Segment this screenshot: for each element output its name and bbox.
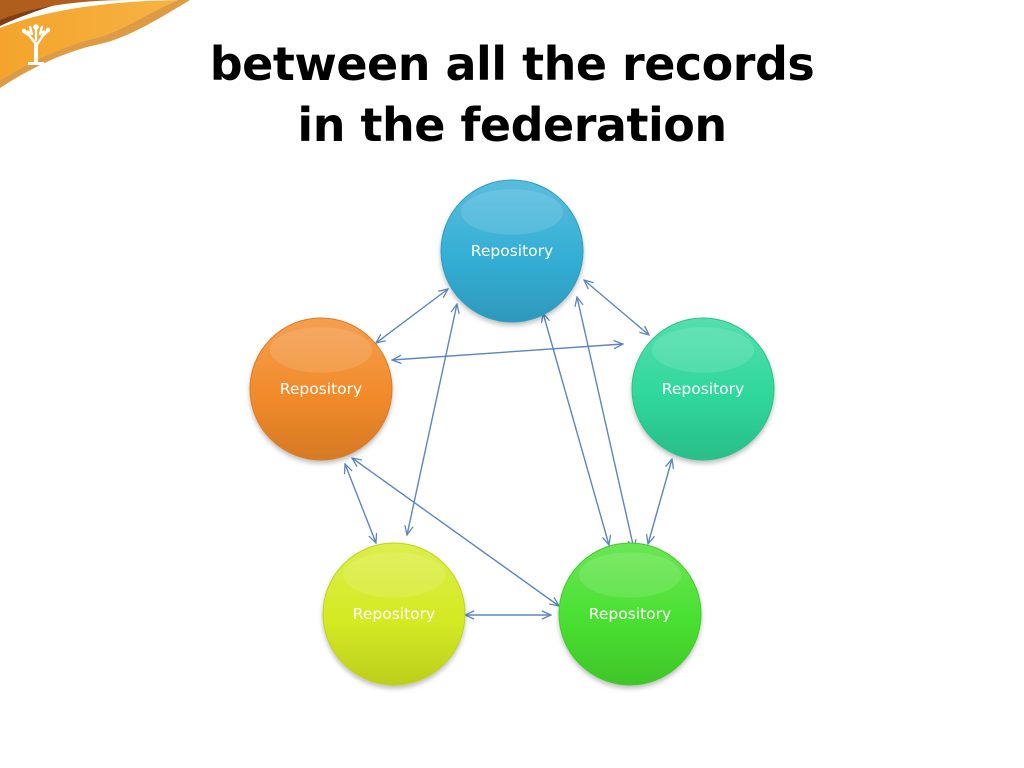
node-highlight: [269, 327, 373, 373]
node-highlight: [342, 552, 446, 598]
arrow-right-bottom-right: [648, 459, 672, 544]
repository-circle: [249, 317, 393, 461]
repository-node-bottom-right: Repository: [558, 542, 702, 686]
arrow-top-left: [376, 289, 448, 343]
connection-arrows: [345, 280, 672, 615]
repository-circle: [440, 179, 584, 323]
title-line-2: in the federation: [297, 98, 727, 152]
repository-circle: [322, 542, 466, 686]
repository-node-bottom-left: Repository: [322, 542, 466, 686]
arrow-top-bottom-right-2: [577, 297, 634, 549]
tree-icon: [21, 24, 51, 65]
repository-node-right: Repository: [631, 317, 775, 461]
repository-label: Repository: [353, 605, 435, 623]
repository-label: Repository: [280, 380, 362, 398]
node-highlight: [651, 327, 755, 373]
repository-node-top: Repository: [440, 179, 584, 323]
repository-node-left: Repository: [249, 317, 393, 461]
repository-circle: [558, 542, 702, 686]
repository-circle: [631, 317, 775, 461]
repository-label: Repository: [589, 605, 671, 623]
title-line-1: between all the records: [209, 37, 815, 91]
arrow-left-bottom-left: [345, 464, 376, 543]
corner-swoosh-decoration: [0, 0, 190, 88]
node-highlight: [460, 189, 564, 235]
arrow-top-right: [584, 280, 649, 335]
repository-label: Repository: [471, 242, 553, 260]
arrow-top-bottom-left: [407, 304, 457, 535]
slide-title: between all the records in the federatio…: [112, 34, 912, 156]
node-highlight: [578, 552, 682, 598]
arrow-left-bottom-right: [352, 458, 559, 606]
repository-label: Repository: [662, 380, 744, 398]
